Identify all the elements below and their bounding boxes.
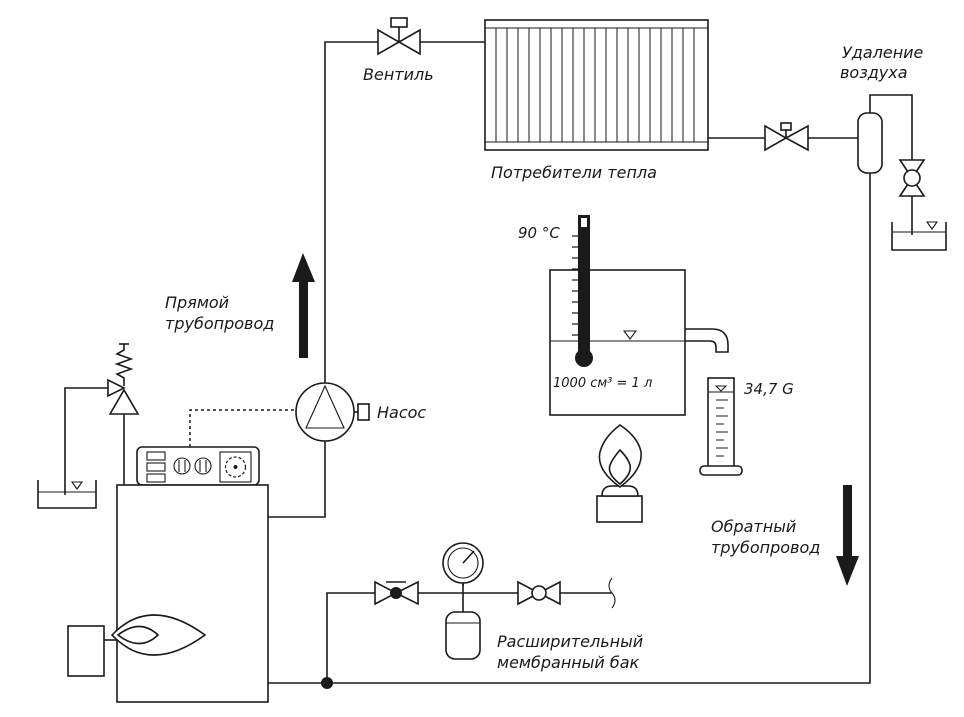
volume-label: 1000 см³ = 1 л bbox=[553, 376, 652, 391]
thermometer-icon bbox=[572, 215, 593, 367]
weight-label: 34,7 G bbox=[744, 380, 794, 398]
air-separator-icon bbox=[857, 112, 883, 174]
expansion-label-line1: Расширительный bbox=[497, 632, 643, 651]
top-valve-icon bbox=[377, 17, 421, 56]
air-drain-tank-icon bbox=[891, 221, 947, 251]
check-valve-icon bbox=[517, 580, 561, 606]
burner-icon bbox=[67, 614, 207, 677]
supply-pipe bbox=[268, 41, 485, 518]
return-pipe bbox=[268, 170, 871, 684]
valve-label: Вентиль bbox=[363, 65, 434, 84]
pressure-gauge-icon bbox=[442, 542, 484, 586]
pipe-junction-dot bbox=[321, 677, 333, 689]
supply-arrow-icon bbox=[292, 253, 315, 358]
outlet-valve-icon bbox=[764, 122, 809, 152]
pump-label: Насос bbox=[377, 403, 426, 422]
return-label-line2: трубопровод bbox=[711, 538, 820, 557]
return-arrow-icon bbox=[836, 485, 859, 586]
air-removal-label-line1: Удаление bbox=[842, 43, 924, 62]
supply-label-line1: Прямой bbox=[165, 293, 229, 312]
gas-flame-icon bbox=[596, 424, 643, 523]
water-beaker-icon bbox=[549, 269, 729, 416]
return-label-line1: Обратный bbox=[711, 517, 796, 536]
expansion-tank-icon bbox=[445, 611, 481, 660]
measuring-cylinder-icon bbox=[699, 377, 743, 476]
air-vent-valve-icon bbox=[898, 159, 926, 197]
radiator-icon bbox=[484, 19, 709, 151]
safety-valve-icon bbox=[64, 343, 140, 495]
air-vent-pipe bbox=[869, 94, 913, 235]
left-drain-tank-icon bbox=[37, 480, 97, 509]
boiler-icon bbox=[116, 484, 269, 703]
expansion-label-line2: мембранный бак bbox=[497, 653, 640, 672]
consumers-label: Потребители тепла bbox=[491, 163, 657, 182]
control-panel-icon bbox=[136, 446, 260, 486]
temperature-label: 90 °C bbox=[518, 224, 560, 242]
stop-valve-icon bbox=[374, 580, 419, 606]
supply-label-line2: трубопровод bbox=[165, 314, 274, 333]
air-removal-label-line2: воздуха bbox=[840, 63, 908, 82]
pump-icon bbox=[189, 382, 370, 447]
